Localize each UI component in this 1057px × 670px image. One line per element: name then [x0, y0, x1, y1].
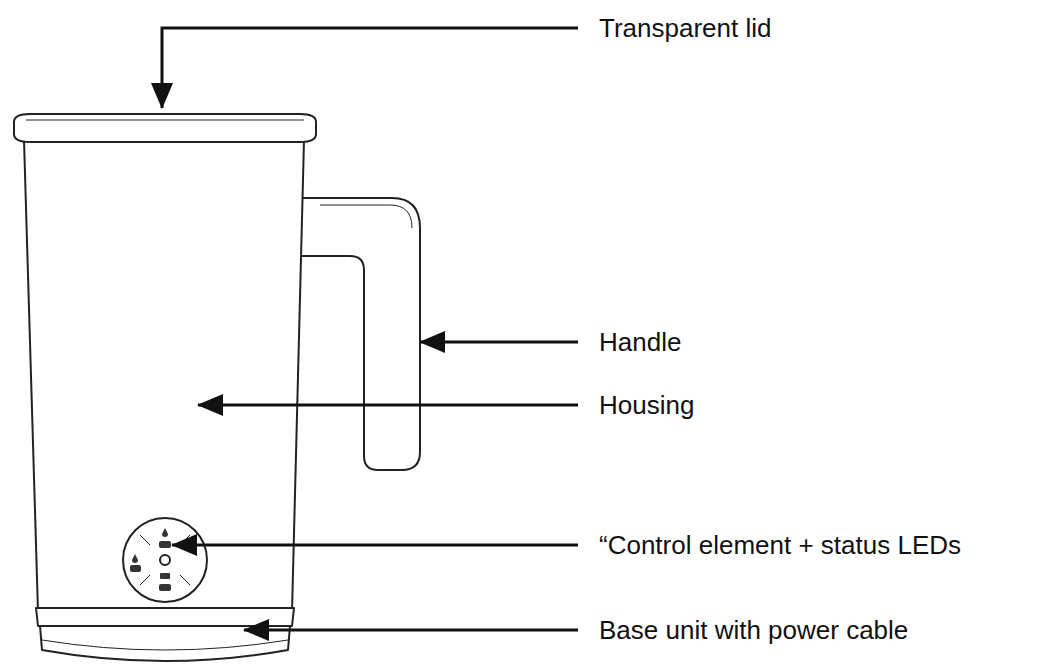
part-label: Housing: [597, 391, 696, 420]
part-label: Transparent lid: [597, 14, 773, 43]
part-label: Handle: [597, 328, 683, 357]
part-label: Base unit with power cable: [597, 616, 910, 645]
frother-outline: [14, 114, 420, 661]
part-label: “Control element + status LEDs: [597, 531, 963, 560]
leader-lines: [162, 28, 578, 630]
